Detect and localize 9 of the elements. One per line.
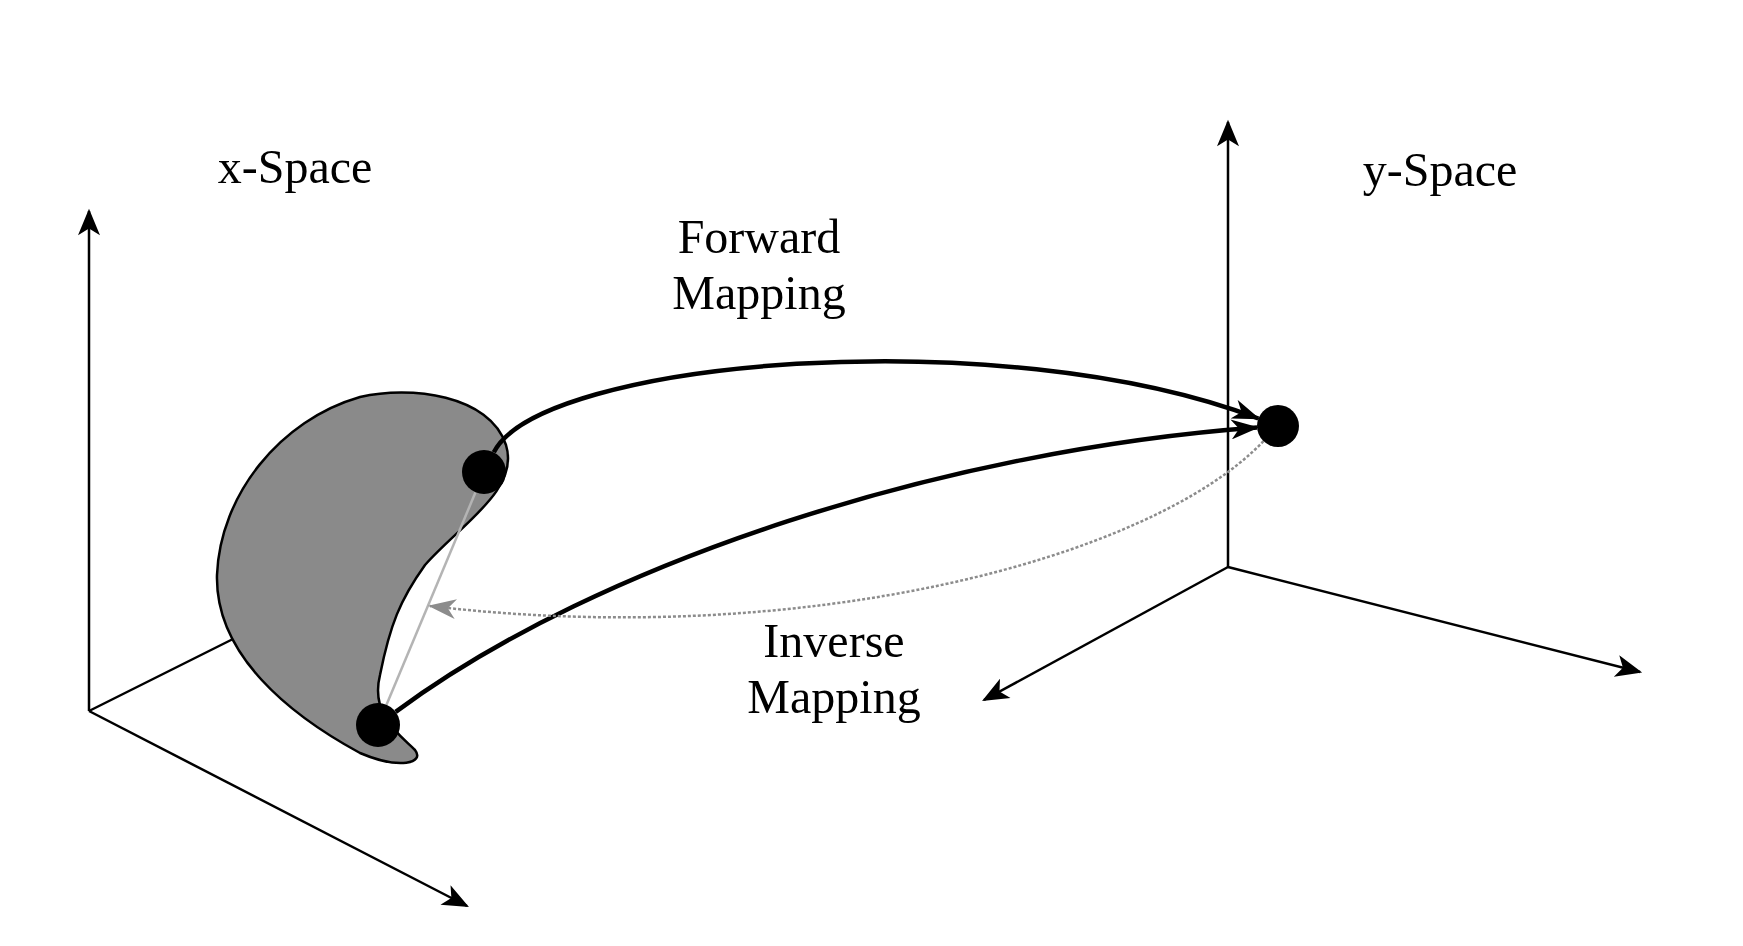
mapping-label: Inverse Mapping xyxy=(746,613,922,725)
mapping-arrow xyxy=(492,359,1261,454)
mapping-arrow xyxy=(428,440,1265,619)
mapping-label: Forward Mapping xyxy=(671,209,847,321)
point-dot xyxy=(1257,405,1299,447)
mapping-arrow xyxy=(394,420,1260,714)
space-label: y-Space xyxy=(1362,142,1518,198)
connector-line xyxy=(385,491,477,706)
space-label: x-Space xyxy=(217,139,373,195)
